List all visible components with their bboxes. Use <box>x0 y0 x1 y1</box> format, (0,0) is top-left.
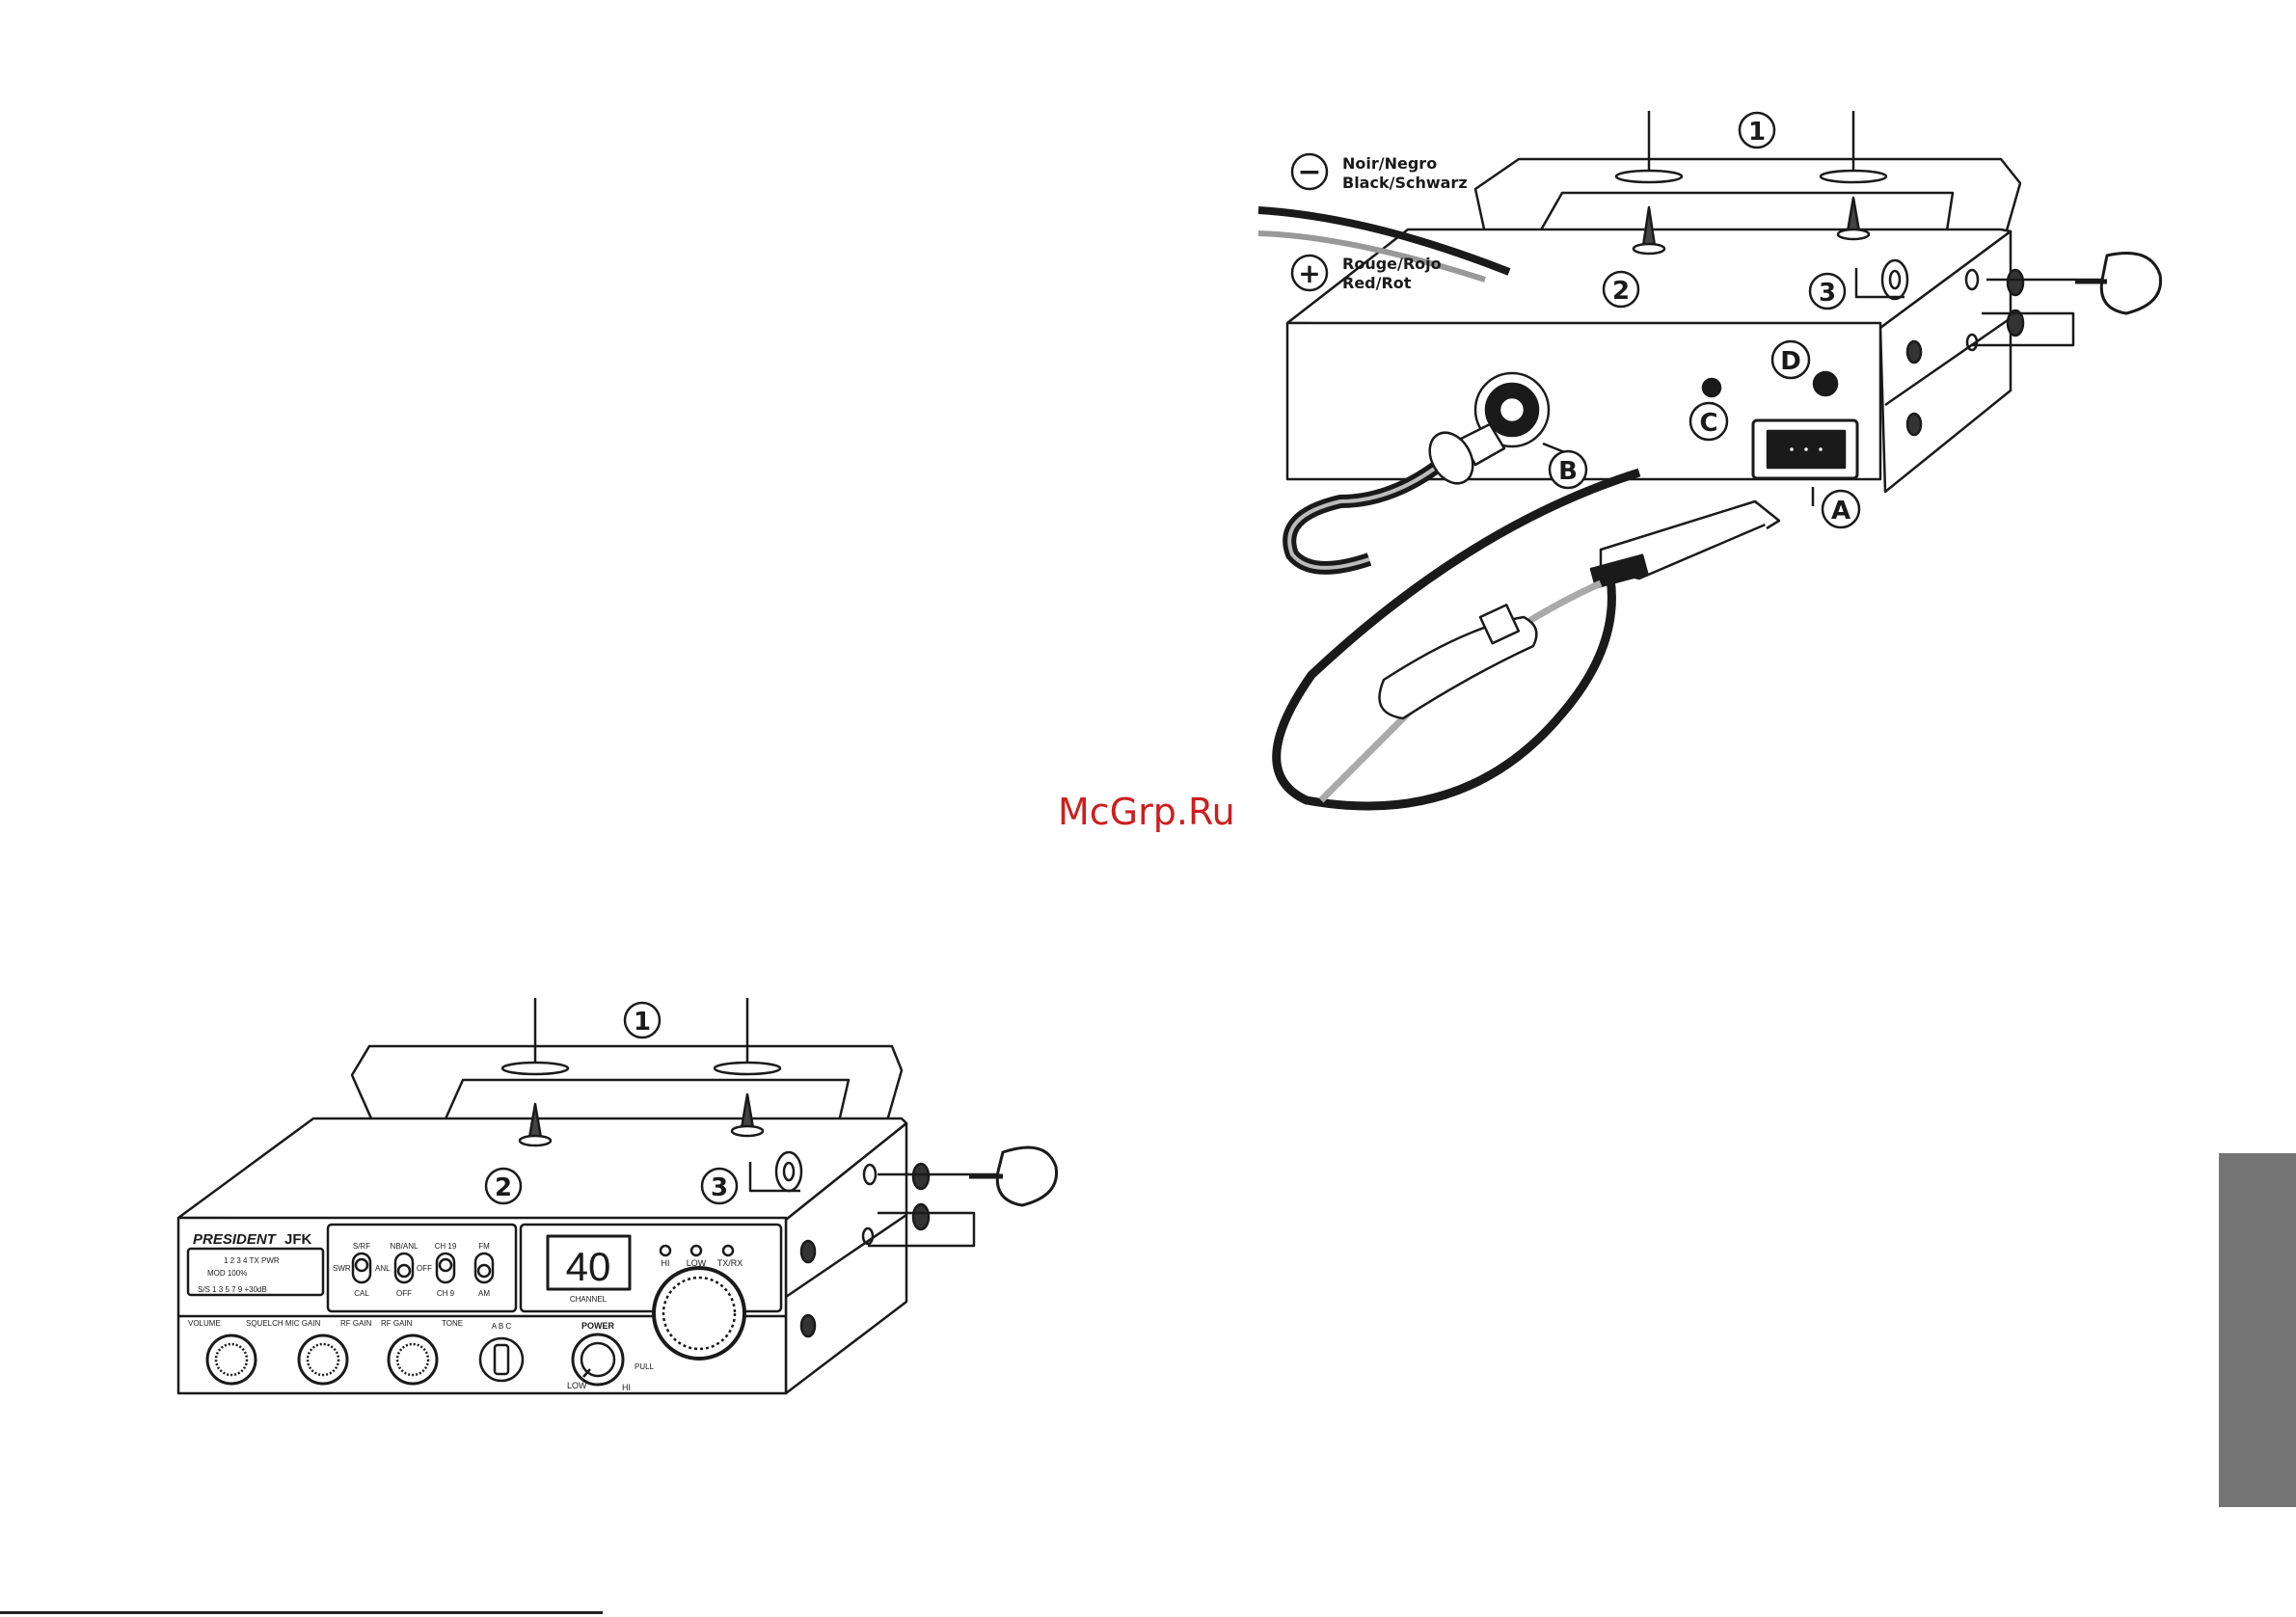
label-connector-b: B <box>1558 457 1578 486</box>
rf-gain-label-2: RF GAIN <box>381 1319 413 1328</box>
label-stud: 2 <box>1612 277 1630 306</box>
rear-view-radio <box>1258 111 2161 806</box>
squelch-mic-label: SQUELCH MIC GAIN <box>246 1319 321 1328</box>
switch-anl-label: ANL <box>375 1264 391 1273</box>
power-label: POWER <box>581 1321 615 1331</box>
label-stud: 2 <box>495 1173 512 1202</box>
switch-ch9-label: CH 9 <box>437 1289 455 1298</box>
model-name: JFK <box>284 1231 312 1248</box>
label-knob: 3 <box>1819 279 1836 308</box>
wire-black-label-1: Noir/Negro <box>1342 154 1437 173</box>
mounting-knob <box>2101 254 2160 314</box>
wire-red-label-1: Rouge/Rojo <box>1342 255 1442 273</box>
wire-black-label-2: Black/Schwarz <box>1342 174 1468 192</box>
label-bracket: 1 <box>634 1008 651 1037</box>
led-low-label: LOW <box>687 1258 707 1268</box>
led-txrx-label: TX/RX <box>717 1258 743 1268</box>
mounting-stud <box>1643 207 1655 246</box>
switch-srf-label: S/RF <box>353 1242 370 1251</box>
label-connector-a: A <box>1831 497 1850 526</box>
channel-display-caption: CHANNEL <box>570 1295 608 1304</box>
jack-c <box>1703 379 1720 396</box>
section-tab <box>2219 1153 2296 1507</box>
switch-off2-label: OFF <box>417 1264 432 1273</box>
watermark: McGrp.Ru <box>1058 791 1235 833</box>
brand-logo: PRESIDENT <box>193 1231 278 1248</box>
mounting-stud <box>1848 198 1859 231</box>
switch-am-label: AM <box>478 1289 490 1298</box>
meter-scale-bottom: S/S 1 3 5 7 9 +30dB <box>198 1285 267 1294</box>
label-bracket: 1 <box>1748 118 1766 147</box>
label-knob: 3 <box>711 1173 728 1202</box>
radio-top-face <box>178 1118 906 1220</box>
label-connector-d: D <box>1780 347 1801 376</box>
switch-ch19-label: CH 19 <box>435 1242 457 1251</box>
switch-nbanl-label: NB/ANL <box>391 1242 419 1251</box>
switch-cal-label: CAL <box>354 1289 369 1298</box>
front-view-radio <box>178 998 1057 1393</box>
meter-scale-top: 1 2 3 4 TX PWR <box>224 1256 280 1265</box>
power-cable-red <box>1321 583 1601 800</box>
pull-label: PULL <box>635 1362 655 1371</box>
low-label: LOW <box>567 1381 587 1390</box>
switch-off-label: OFF <box>396 1289 412 1298</box>
led-hi-label: HI <box>662 1258 670 1268</box>
mounting-knob <box>997 1147 1056 1205</box>
switch-fm-label: FM <box>478 1242 490 1251</box>
hi-label: HI <box>622 1383 631 1392</box>
channel-display-value: 40 <box>566 1244 611 1289</box>
label-connector-c: C <box>1699 409 1717 438</box>
jack-d <box>1814 372 1837 395</box>
volume-label: VOLUME <box>188 1319 221 1328</box>
minus-sign: − <box>1297 155 1321 189</box>
meter-scale-mid: MOD 100% <box>207 1269 247 1278</box>
switch-swr-label: SWR <box>333 1264 351 1273</box>
abc-label: A B C <box>492 1322 512 1331</box>
tone-label: TONE <box>442 1319 463 1328</box>
rf-gain-label: RF GAIN <box>340 1319 372 1328</box>
plus-sign: + <box>1298 257 1320 289</box>
wire-red-label-2: Red/Rot <box>1342 274 1412 292</box>
bottom-rule <box>0 1611 603 1614</box>
channel-knob <box>654 1268 744 1359</box>
